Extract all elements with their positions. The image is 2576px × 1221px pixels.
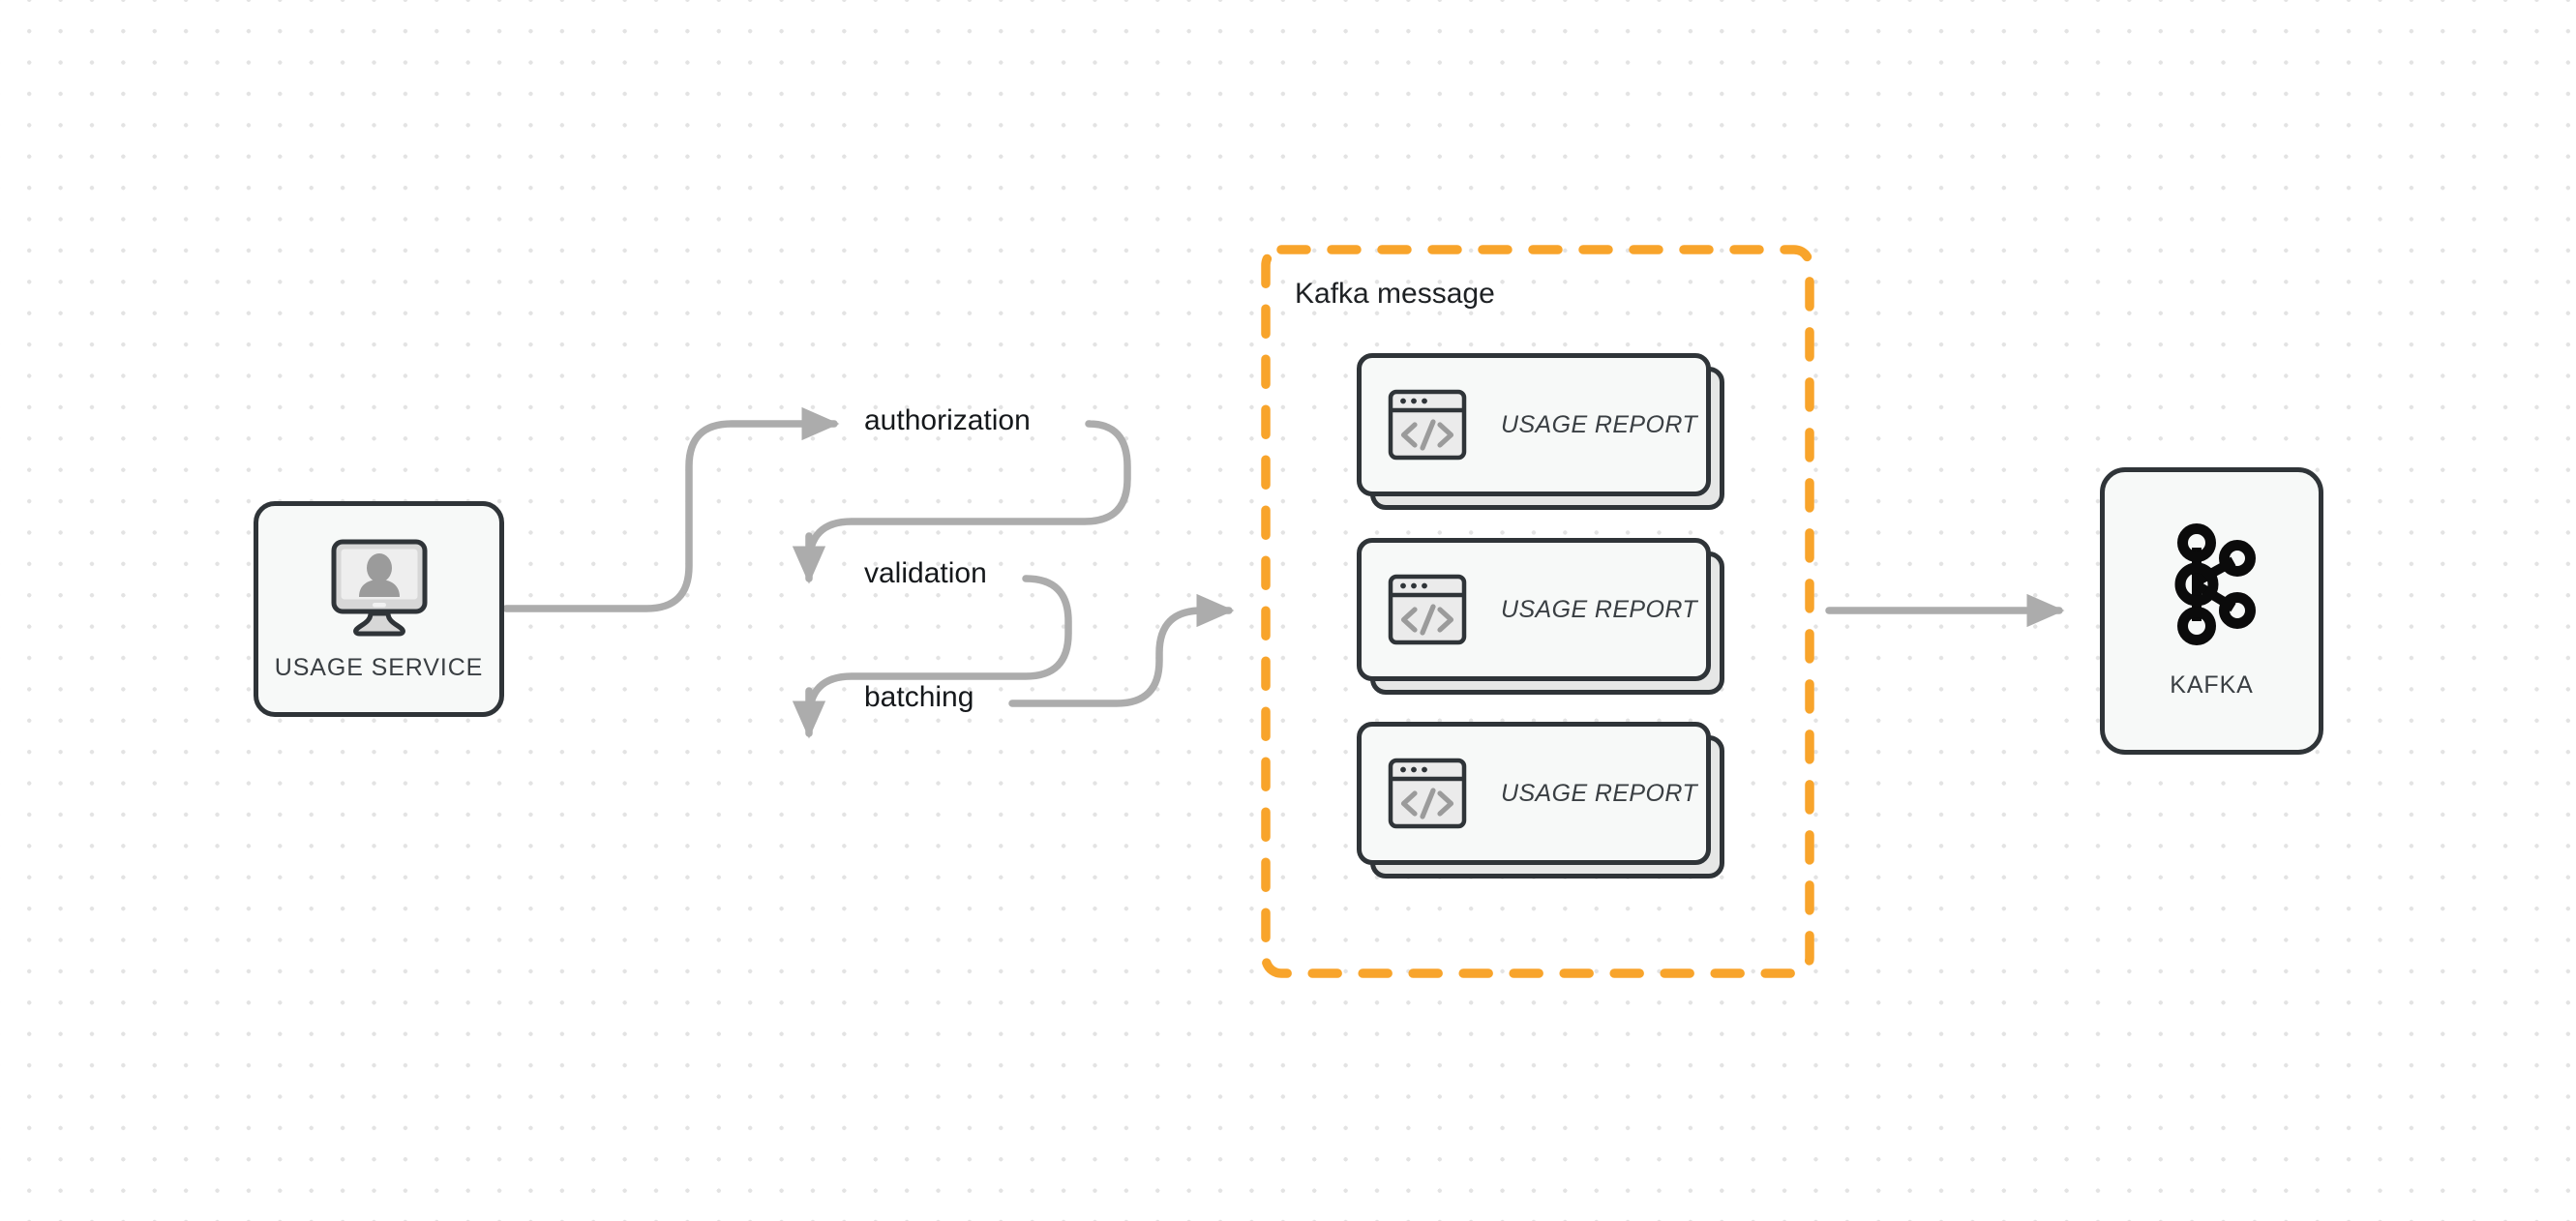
node-kafka[interactable]: KAFKA: [2100, 467, 2323, 755]
usage-report-card[interactable]: USAGE REPORT: [1357, 538, 1724, 695]
usage-report-card-front[interactable]: USAGE REPORT: [1357, 538, 1711, 681]
code-window-icon: [1387, 569, 1468, 650]
usage-report-card-label: USAGE REPORT: [1501, 779, 1697, 807]
usage-report-card[interactable]: USAGE REPORT: [1357, 353, 1724, 510]
usage-report-card-front[interactable]: USAGE REPORT: [1357, 353, 1711, 496]
kafka-message-group: Kafka message: [1261, 245, 1814, 978]
edge-usage-service-to-authorization: [502, 406, 840, 612]
kafka-logo-icon: [2160, 522, 2264, 646]
edge-label-validation: validation: [864, 557, 987, 589]
edge-label-authorization: authorization: [864, 404, 1031, 436]
edge-label-batching: batching: [864, 681, 974, 713]
edge-authorization-to-validation: [792, 420, 1131, 584]
code-window-icon: [1387, 384, 1468, 465]
usage-report-card-label: USAGE REPORT: [1501, 410, 1697, 438]
edge-batching-to-kafka-message: [1008, 593, 1235, 707]
node-kafka-label: KAFKA: [2170, 671, 2254, 699]
monitor-user-icon: [326, 536, 433, 639]
code-window-icon: [1387, 753, 1468, 834]
usage-report-card-front[interactable]: USAGE REPORT: [1357, 722, 1711, 865]
node-usage-service[interactable]: USAGE SERVICE: [254, 501, 504, 717]
usage-report-card-label: USAGE REPORT: [1501, 595, 1697, 623]
node-usage-service-label: USAGE SERVICE: [274, 654, 484, 681]
kafka-message-title: Kafka message: [1295, 278, 1495, 310]
usage-report-card[interactable]: USAGE REPORT: [1357, 722, 1724, 879]
